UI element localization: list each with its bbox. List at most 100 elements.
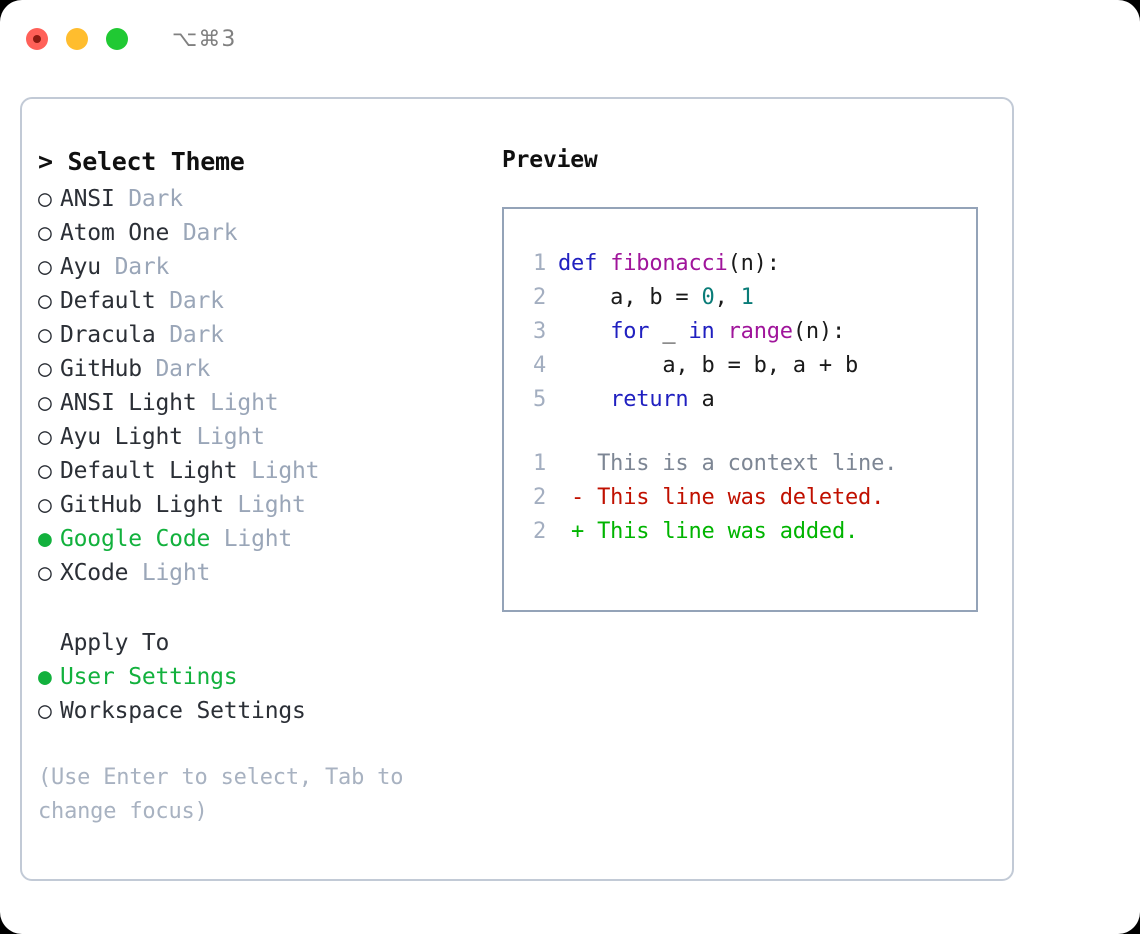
code-token: (n): bbox=[792, 319, 846, 344]
line-number: 2 bbox=[532, 285, 546, 310]
theme-kind-badge: Light bbox=[196, 424, 265, 450]
code-token: in bbox=[688, 319, 715, 344]
radio-unselected-icon: ○ bbox=[38, 560, 52, 586]
radio-unselected-icon: ○ bbox=[38, 186, 52, 212]
theme-name: GitHub Light bbox=[60, 492, 238, 518]
theme-option-dracula[interactable]: ○Dracula Dark bbox=[38, 318, 488, 352]
radio-selected-icon: ● bbox=[38, 526, 52, 552]
radio-selected-icon: ● bbox=[38, 664, 52, 690]
theme-kind-badge: Light bbox=[223, 526, 293, 552]
code-token: a bbox=[688, 387, 715, 412]
theme-option-github[interactable]: ○ GitHub Dark bbox=[38, 352, 488, 386]
theme-selection-panel: > Select Theme ○ANSI Dark○Atom One Dark○… bbox=[38, 147, 488, 728]
theme-kind-badge: Dark bbox=[128, 186, 183, 212]
prompt-title: Select Theme bbox=[67, 147, 245, 176]
line-number: 5 bbox=[532, 387, 546, 412]
apply-to-option-user-settings[interactable]: ● User Settings bbox=[38, 660, 488, 694]
theme-name: XCode bbox=[60, 560, 142, 586]
apply-to-name: Workspace Settings bbox=[60, 698, 306, 724]
code-token: return bbox=[610, 387, 689, 412]
radio-unselected-icon: ○ bbox=[38, 698, 52, 724]
keyboard-hint: (Use Enter to select, Tab to change focu… bbox=[38, 765, 404, 824]
code-token: fibonacci bbox=[610, 251, 728, 276]
theme-option-ayu[interactable]: ○ Ayu Dark bbox=[38, 250, 488, 284]
theme-kind-badge: Dark bbox=[169, 288, 224, 314]
code-token: range bbox=[727, 319, 793, 344]
code-token: (n): bbox=[727, 251, 780, 276]
line-number: 2 bbox=[532, 485, 546, 510]
theme-name: Ayu bbox=[60, 254, 115, 280]
code-line: 1 def fibonacci(n): bbox=[520, 247, 976, 281]
radio-unselected-icon: ○ bbox=[38, 356, 52, 382]
theme-kind-badge: Dark bbox=[169, 322, 224, 348]
radio-unselected-icon: ○ bbox=[38, 492, 52, 518]
line-number: 1 bbox=[532, 451, 546, 476]
prompt-marker: > bbox=[38, 147, 53, 176]
diff-text: - This line was deleted. bbox=[558, 485, 885, 510]
diff-line-ctx: 1 This is a context line. bbox=[520, 447, 976, 481]
theme-option-default[interactable]: ○Default Dark bbox=[38, 284, 488, 318]
radio-unselected-icon: ○ bbox=[38, 288, 52, 314]
code-token: for bbox=[610, 319, 650, 344]
minimize-window-button[interactable] bbox=[66, 28, 88, 50]
theme-name: Dracula bbox=[60, 322, 170, 348]
theme-name: GitHub bbox=[60, 356, 156, 382]
apply-to-option-workspace-settings[interactable]: ○ Workspace Settings bbox=[38, 694, 488, 728]
theme-name: ANSI Light bbox=[60, 390, 211, 416]
spacer bbox=[520, 417, 976, 447]
page-title: > Select Theme bbox=[38, 147, 488, 176]
apply-to-label: Apply To bbox=[60, 630, 170, 656]
theme-kind-badge: Dark bbox=[182, 220, 238, 246]
title-bar: ⌥⌘3 bbox=[0, 0, 1140, 78]
radio-unselected-icon: ○ bbox=[38, 220, 52, 246]
code-line: 2 a, b = 0, 1 bbox=[520, 281, 976, 315]
theme-name: ANSI bbox=[60, 186, 129, 212]
code-token: a, b = b, a + b bbox=[558, 353, 859, 378]
diff-text: This is a context line. bbox=[558, 451, 898, 476]
theme-list: ○ANSI Dark○Atom One Dark○Ayu Dark○Defaul… bbox=[38, 182, 488, 590]
theme-option-google-code[interactable]: ●Google Code Light bbox=[38, 522, 488, 556]
diff-text: + This line was added. bbox=[558, 519, 859, 544]
theme-option-atom-one[interactable]: ○Atom One Dark bbox=[38, 216, 488, 250]
diff-line-del: 2 - This line was deleted. bbox=[520, 481, 976, 515]
line-number: 2 bbox=[532, 519, 546, 544]
radio-unselected-icon: ○ bbox=[38, 390, 52, 416]
close-window-button[interactable] bbox=[26, 28, 48, 50]
theme-kind-badge: Light bbox=[210, 390, 279, 416]
theme-option-ayu-light[interactable]: ○Ayu Light Light bbox=[38, 420, 488, 454]
code-line: 5 return a bbox=[520, 383, 976, 417]
maximize-window-button[interactable] bbox=[106, 28, 128, 50]
line-number: 1 bbox=[532, 251, 546, 276]
theme-option-default-light[interactable]: ○ Default Light Light bbox=[38, 454, 488, 488]
theme-kind-badge: Light bbox=[141, 560, 211, 586]
theme-option-xcode[interactable]: ○ XCode Light bbox=[38, 556, 488, 590]
code-token: a, b = bbox=[558, 285, 702, 310]
theme-kind-badge: Light bbox=[237, 492, 306, 518]
diff-sample: 1 This is a context line.2 - This line w… bbox=[520, 447, 976, 549]
radio-unselected-icon: ○ bbox=[38, 254, 52, 280]
theme-option-ansi[interactable]: ○ ANSI Dark bbox=[38, 182, 488, 216]
code-token: 0 bbox=[701, 285, 715, 310]
theme-option-ansi-light[interactable]: ○ ANSI Light Light bbox=[38, 386, 488, 420]
theme-kind-badge: Light bbox=[251, 458, 320, 484]
theme-picker-dialog: > Select Theme ○ANSI Dark○Atom One Dark○… bbox=[20, 97, 1014, 881]
keyboard-shortcut-label: ⌥⌘3 bbox=[172, 26, 237, 52]
apply-to-name: User Settings bbox=[60, 664, 238, 690]
apply-to-list: ● User Settings ○ Workspace Settings bbox=[38, 660, 488, 728]
radio-unselected-icon: ○ bbox=[38, 458, 52, 484]
theme-option-github-light[interactable]: ○ GitHub Light Light bbox=[38, 488, 488, 522]
code-token bbox=[715, 319, 728, 344]
theme-name: Default Light bbox=[60, 458, 252, 484]
theme-kind-badge: Dark bbox=[114, 254, 170, 280]
radio-unselected-icon: ○ bbox=[38, 424, 52, 450]
traffic-lights bbox=[26, 28, 128, 50]
code-token: , bbox=[714, 285, 741, 310]
diff-line-add: 2 + This line was added. bbox=[520, 515, 976, 549]
code-token: _ bbox=[649, 319, 689, 344]
code-token: def bbox=[558, 251, 611, 276]
theme-kind-badge: Dark bbox=[155, 356, 211, 382]
